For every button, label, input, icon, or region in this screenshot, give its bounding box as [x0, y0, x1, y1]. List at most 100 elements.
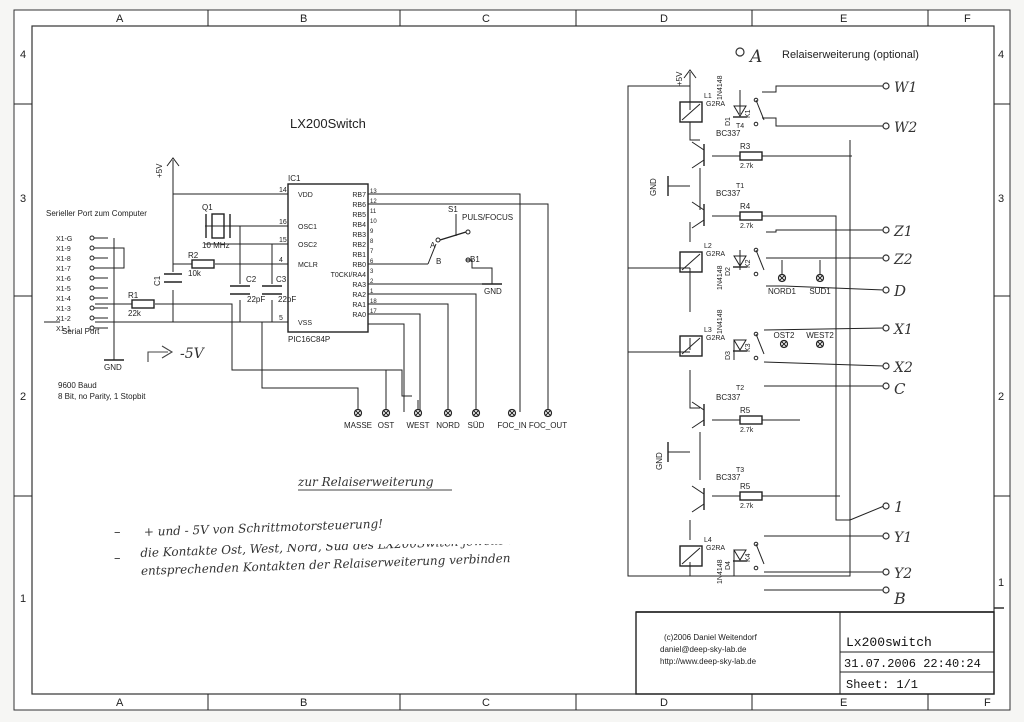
ic1-pic16c84: IC1 PIC16C84P 14VDD16OSC115OSC24MCLR5VSS…: [279, 174, 377, 344]
transistor-ref: T1: [736, 183, 744, 190]
switch-a: A: [430, 241, 436, 250]
connector-3[interactable]: NORD: [436, 408, 460, 431]
frame-row-right-2: 2: [998, 391, 1004, 403]
ground-symbol-relay-bottom: GND: [655, 442, 669, 470]
c1-ref: C1: [153, 275, 162, 286]
c2-val: 22pF: [247, 295, 265, 304]
capacitor-c2: C2 22pF: [230, 275, 265, 304]
wire-terminal[interactable]: [882, 254, 890, 262]
copyright-line-1: (c)2006 Daniel Weitendorf: [664, 633, 758, 642]
wire-terminal[interactable]: [882, 502, 890, 510]
title-block-name: Lx200switch: [846, 635, 932, 650]
wire-terminal[interactable]: [882, 286, 890, 294]
wire-terminal[interactable]: [882, 226, 890, 234]
ic1-right-pin-name: RA3: [352, 282, 366, 289]
relay-connector-1[interactable]: SÜD1: [809, 273, 831, 297]
frame-col-top-a: A: [116, 13, 124, 25]
title-block-datetime: 31.07.2006 22:40:24: [844, 657, 981, 671]
relay-connector-label: SÜD1: [809, 287, 831, 296]
connector-2[interactable]: WEST: [406, 408, 430, 431]
ic1-left-pin-num: 15: [279, 237, 287, 244]
ic1-right-pin-name: RB0: [352, 262, 366, 269]
terminal-x1: X1: [893, 322, 913, 338]
terminal-d: D: [893, 282, 906, 300]
title-block-sheet: Sheet: 1/1: [846, 678, 918, 692]
relay-ref: L2: [704, 243, 712, 250]
ic1-right-pin-num: 3: [370, 269, 374, 275]
gnd-label-main: GND: [104, 363, 122, 372]
ic1-right-pin-name: RA1: [352, 302, 366, 309]
terminal-1: 1: [894, 498, 904, 516]
frame-col-top-f: F: [964, 13, 971, 25]
ic1-left-pin-num: 14: [279, 187, 287, 194]
frame-row-left-4: 4: [20, 49, 26, 61]
ground-symbol-main: GND: [104, 359, 124, 372]
serial-pin-label: X1-7: [56, 266, 71, 273]
relay-connector-label: NORD1: [768, 287, 797, 296]
terminal-b: B: [893, 589, 906, 608]
relay-part: G2RA: [706, 545, 725, 552]
r1-val: 22k: [128, 309, 142, 318]
connector-1[interactable]: OST: [378, 408, 395, 431]
main-circuit: LX200Switch +5V IC1 PIC16C84P 14VDD16OSC…: [44, 116, 567, 430]
connector-label: WEST: [406, 421, 429, 430]
connector-0[interactable]: MASSE: [344, 408, 372, 431]
frame-col-bottom-e: E: [840, 697, 847, 709]
resistor-ref: R4: [740, 202, 751, 211]
arrow-note: -5V: [147, 345, 206, 362]
ic1-right-pin-name: RB5: [352, 212, 366, 219]
resistor-3: R52.7k: [739, 406, 763, 434]
wire-terminal[interactable]: [882, 532, 890, 540]
ic1-left-pin-name: VDD: [298, 192, 313, 199]
transistor-part: BC337: [716, 393, 741, 402]
relay-connector-3[interactable]: WEST2: [806, 331, 834, 349]
transistor-ref: T3: [736, 467, 744, 474]
wire-terminal[interactable]: [882, 568, 890, 576]
relay-connector-0[interactable]: NORD1: [768, 273, 797, 297]
connector-4[interactable]: SÜD: [468, 408, 485, 431]
ic1-right-pin-num: 13: [370, 189, 377, 195]
ic1-right-pin-num: 18: [370, 299, 377, 305]
relay-circuit: Relaiserweiterung (optional) +5V: [627, 47, 919, 608]
terminal-z1: Z1: [893, 224, 913, 240]
contact-ref: K3: [745, 343, 752, 352]
contact-ref: K2: [745, 259, 752, 268]
wire-terminal[interactable]: [882, 586, 890, 594]
capacitor-c3: C3 22pF: [262, 275, 296, 304]
wire-terminal[interactable]: [882, 382, 890, 390]
wire-terminal-a[interactable]: [735, 47, 745, 57]
copyright-line-2: daniel@deep-sky-lab.de: [660, 645, 747, 654]
wire-terminal[interactable]: [882, 324, 890, 332]
switch-s1: S1 PULS/FOCUS A B B1: [427, 205, 513, 266]
connector-6[interactable]: FOC_OUT: [529, 408, 567, 431]
switch-b: B: [436, 257, 441, 266]
ic1-right-pin-name: RB7: [352, 192, 366, 199]
serial-pin-label: X1-9: [56, 246, 71, 253]
relay-connector-2[interactable]: OST2: [774, 331, 795, 349]
connector-label: OST: [378, 421, 395, 430]
terminal-z2: Z2: [893, 252, 913, 268]
serial-port-title: Serieller Port zum Computer: [46, 209, 147, 218]
frame-row-right-4: 4: [998, 49, 1004, 61]
transistor-ref: T4: [736, 123, 744, 130]
wire-terminal[interactable]: [882, 82, 890, 90]
crystal-q1: Q1 10 MHz: [202, 203, 231, 250]
ic1-left-pin-name: VSS: [298, 320, 312, 327]
wire-terminal[interactable]: [882, 122, 890, 130]
frame-col-top-c: C: [482, 13, 490, 25]
connector-label: NORD: [436, 421, 460, 430]
frame-row-left-3: 3: [20, 193, 26, 205]
ic1-left-pin-name: MCLR: [298, 262, 318, 269]
wire-terminal[interactable]: [882, 362, 890, 370]
ic1-left-pin-name: OSC1: [298, 224, 317, 231]
connector-5[interactable]: FOC_IN: [497, 408, 527, 431]
relay-part: G2RA: [706, 101, 725, 108]
note-bullet-2-box: die Kontakte Ost, West, Nord, Süd des LX…: [140, 544, 555, 578]
transistor-part: BC337: [716, 129, 741, 138]
